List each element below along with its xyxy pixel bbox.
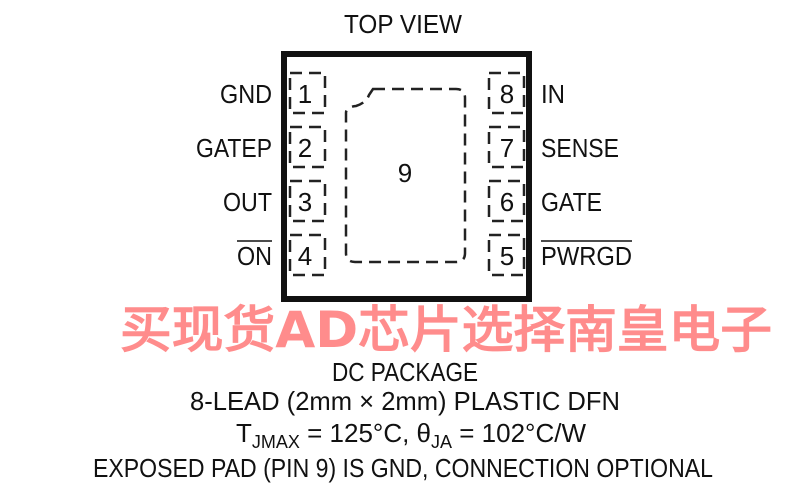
package-view: TOP VIEW 1 GND 2 GATEP 3 OUT 4 ON 8 IN 7… — [196, 9, 632, 302]
top-view-title: TOP VIEW — [344, 9, 462, 39]
tjmax-symbol: T — [236, 418, 252, 448]
theta-symbol: θ — [417, 418, 431, 448]
watermark: 买现货AD芯片选择南皇电子 — [120, 301, 772, 359]
pin-label: OUT — [223, 187, 272, 217]
pin-number: 1 — [298, 79, 312, 109]
pin-number: 2 — [298, 133, 312, 163]
tjmax-subscript: JMAX — [252, 432, 300, 452]
pin-number: 3 — [298, 187, 312, 217]
pin-label: GATE — [541, 187, 602, 217]
package-outline — [281, 51, 532, 302]
package-description: 8-LEAD (2mm × 2mm) PLASTIC DFN — [190, 386, 620, 416]
pin-label: GND — [220, 79, 272, 109]
package-name: DC PACKAGE — [332, 357, 478, 387]
pin-label: SENSE — [541, 133, 619, 163]
pin-3: 3 OUT — [223, 179, 327, 223]
exposed-pad-number: 9 — [398, 158, 412, 188]
thermal-spec: TJMAX = 125°C, θJA = 102°C/W — [236, 418, 586, 452]
exposed-pad — [344, 87, 467, 264]
tjmax-value: = 125°C, — [300, 418, 417, 448]
pin-number: 4 — [298, 241, 312, 271]
pin-label: ON — [237, 241, 272, 271]
exposed-pad-note: EXPOSED PAD (PIN 9) IS GND, CONNECTION O… — [93, 453, 713, 483]
pin-5: 5 PWRGD — [487, 233, 632, 277]
pin-label: IN — [541, 79, 565, 109]
pin-number: 8 — [500, 79, 514, 109]
pin-8: 8 IN — [487, 71, 565, 115]
pin-label: GATEP — [196, 133, 272, 163]
pin-6: 6 GATE — [487, 179, 602, 223]
pin-number: 5 — [500, 241, 514, 271]
theta-value: = 102°C/W — [452, 418, 586, 448]
pin-number: 6 — [500, 187, 514, 217]
pin-7: 7 SENSE — [487, 125, 619, 169]
pin-4: 4 ON — [237, 233, 327, 277]
pin-1: 1 GND — [220, 71, 327, 115]
pin-2: 2 GATEP — [196, 125, 327, 169]
theta-subscript: JA — [431, 432, 452, 452]
pin-label: PWRGD — [541, 241, 632, 271]
pin-number: 7 — [500, 133, 514, 163]
